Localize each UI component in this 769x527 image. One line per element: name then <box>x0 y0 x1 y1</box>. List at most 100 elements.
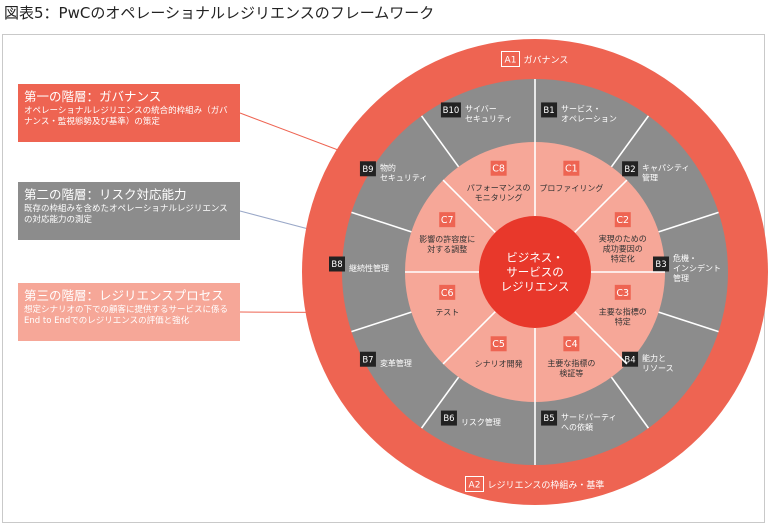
segment-b8-line: 継続性管理 <box>349 263 389 273</box>
segment-b7-line: 変革管理 <box>380 358 412 368</box>
ring-a-a2-code-box <box>465 476 484 492</box>
segment-c7-code: C7 <box>441 215 454 226</box>
segment-b8: B8 継続性管理 <box>329 256 389 273</box>
segment-b4-code: B4 <box>624 355 635 365</box>
segment-b6-code-box <box>440 410 457 426</box>
segment-b5-line: サードパーティ <box>561 413 617 422</box>
segment-b4-line: 能力と <box>642 353 666 363</box>
center-label-line: レジリエンス <box>501 279 570 293</box>
segment-b9-code-box <box>359 161 376 177</box>
ring-b-divider <box>351 311 412 333</box>
connector-layer-1 <box>239 112 355 157</box>
layer-2-heading: 第二の階層：リスク対応能力 <box>24 187 187 202</box>
layer-box-governance: 第一の階層：ガバナンス オペレーショナルレジリエンスの統合的枠組み（ガバナンス・… <box>18 84 240 142</box>
segment-c5-code: C5 <box>492 339 505 350</box>
segment-c5-code-box <box>490 336 507 352</box>
segment-b6: B6 リスク管理 <box>440 410 501 427</box>
segment-b8-code: B8 <box>331 260 342 270</box>
segment-b10-line: サイバー <box>465 105 497 114</box>
ring-a-a1: ガバナンス A1 <box>501 51 569 67</box>
ring-c-divider <box>574 179 628 233</box>
segment-c2-line: 実現のための <box>599 233 647 243</box>
segment-b3-line: 危機・ <box>673 253 697 263</box>
segment-c1: C1 プロファイリング <box>539 160 603 193</box>
ring-a-a2-code: A2 <box>469 481 481 491</box>
segment-b3-line: 管理 <box>673 273 689 283</box>
ring-c-divider <box>442 179 496 233</box>
segment-c1-code: C1 <box>565 164 578 175</box>
ring-b-divider <box>610 376 650 429</box>
segment-b5-code-box <box>541 410 558 426</box>
segment-c2-code: C2 <box>616 215 629 226</box>
segment-c1-line: プロファイリング <box>539 183 603 193</box>
segment-c4-code-box <box>563 336 580 352</box>
segment-c3-code: C3 <box>616 288 629 299</box>
segment-c7-code-box <box>439 212 456 228</box>
segment-c1-code-box <box>563 160 580 176</box>
segment-b6-line: リスク管理 <box>461 417 501 427</box>
segment-b10-code: B10 <box>443 106 460 116</box>
segment-c3-line: 特定 <box>615 317 631 327</box>
layer-3-desc: 想定シナリオの下での顧客に提供するサービスに係るEnd to Endでのレジリエ… <box>24 305 229 326</box>
ring-a-a1-label: ガバナンス <box>524 55 569 66</box>
segment-c2-code-box <box>614 212 631 228</box>
segment-b2-code-box <box>622 161 639 177</box>
segment-c3-line: 主要な指標の <box>599 307 647 317</box>
segment-b7-code-box <box>359 351 376 367</box>
segment-c4-line: 検証等 <box>559 368 583 378</box>
segment-b9-code: B9 <box>362 165 373 175</box>
layer-1-heading: 第一の階層：ガバナンス <box>24 89 162 104</box>
segment-b10-code-box <box>440 102 461 118</box>
segment-c8-line: モニタリング <box>475 193 523 203</box>
segment-b7-code: B7 <box>362 355 373 365</box>
segment-c6-line: テスト <box>435 308 459 317</box>
segment-b3-line: インシデント <box>673 263 721 273</box>
segment-b2-code: B2 <box>624 165 635 175</box>
segment-b9-line: セキュリティ <box>380 174 428 183</box>
segment-c8-code: C8 <box>492 164 505 175</box>
layer-1-desc: オペレーショナルレジリエンスの統合的枠組み（ガバナンス・監視態勢及び基準）の策定 <box>24 106 228 127</box>
ring-b-divider <box>658 311 719 333</box>
center-circle <box>479 216 591 328</box>
layer-3-heading: 第三の階層：レジリエンスプロセス <box>24 288 224 303</box>
segment-b4-line: リソース <box>642 364 674 373</box>
ring-a-a1-code: A1 <box>505 56 517 66</box>
segment-b1-line: オペレーション <box>561 115 617 124</box>
segment-b3-code: B3 <box>655 260 666 270</box>
segment-b1-code-box <box>541 102 558 118</box>
segment-c2-line: 成功要因の <box>603 243 643 253</box>
layer-box-risk-capability: 第二の階層：リスク対応能力 既存の枠組みを含めたオペレーショナルレジリエンスの対… <box>18 182 240 240</box>
segment-b5-line: への依頼 <box>561 422 593 432</box>
segment-c8-code-box <box>490 160 507 176</box>
ring-b-divider <box>420 115 460 168</box>
ring-b-divider <box>658 211 719 233</box>
segment-b9-line: 物的 <box>380 163 396 173</box>
segment-b6-code: B6 <box>443 414 454 424</box>
ring-b-divider <box>351 211 412 233</box>
center-label-line: サービスの <box>506 265 564 279</box>
segment-b5-code: B5 <box>543 414 554 424</box>
ring-c-divider <box>442 311 496 365</box>
layer-box-resilience-process: 第三の階層：レジリエンスプロセス 想定シナリオの下での顧客に提供するサービスに係… <box>18 283 240 341</box>
segment-c4-line: 主要な指標の <box>547 358 595 368</box>
segment-b7: B7 変革管理 <box>359 351 412 368</box>
segment-b2-line: キャパシティ <box>642 164 690 173</box>
figure-title: 図表5：PwCのオペレーショナルレジリエンスのフレームワーク <box>4 4 435 22</box>
segment-b1-line: サービス・ <box>561 105 601 114</box>
segment-b8-code-box <box>329 256 345 272</box>
segment-c4-code: C4 <box>565 339 578 350</box>
